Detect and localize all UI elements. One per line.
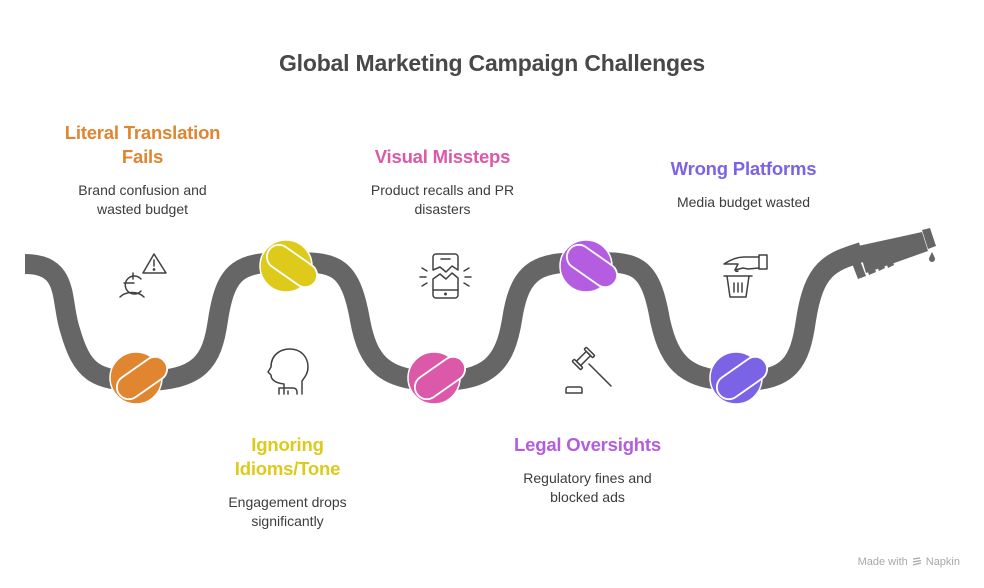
knot-2 [259,239,319,293]
knot-strand [715,355,769,401]
head-profile-icon [267,348,309,395]
challenge-description: Media budget wasted [676,194,811,210]
challenge-description: Regulatory fines and blocked ads [523,470,652,505]
napkin-logo-icon [912,557,921,566]
challenge-wrong-platforms: Wrong Platforms Media budget wasted [641,157,846,212]
euro-warning-icon [119,253,167,298]
knot-4 [559,239,619,293]
broken-phone-icon [419,253,472,299]
challenge-ignoring-idioms: Ignoring Idioms/Tone Engagement drops si… [185,433,390,531]
footer-attribution: Made with Napkin [858,556,960,568]
challenge-description: Engagement drops significantly [228,494,347,529]
knot-5 [709,351,769,405]
water-drop-icon [929,252,935,262]
challenge-description: Product recalls and PR disasters [370,182,515,217]
challenge-description: Brand confusion and wasted budget [78,182,207,217]
knot-strand [413,355,467,401]
hand-trash-icon [723,254,768,298]
napkin-brand-label: Napkin [925,556,960,568]
challenge-heading: Wrong Platforms [670,158,817,179]
knot-3 [407,351,467,405]
knot-strand [265,243,319,289]
challenge-heading: Ignoring Idioms/Tone [234,434,341,479]
hose-nozzle [848,228,936,279]
challenge-legal-oversights: Legal Oversights Regulatory fines and bl… [485,433,690,507]
challenge-heading: Literal Translation Fails [64,122,221,167]
knot-1 [109,351,169,405]
challenge-heading: Visual Missteps [374,146,511,167]
gavel-icon [565,346,612,394]
knot-strand [565,243,619,289]
challenge-literal-translation: Literal Translation Fails Brand confusio… [40,121,245,219]
knot-strand [115,355,169,401]
diagram-title: Global Marketing Campaign Challenges [278,50,706,76]
challenge-visual-missteps: Visual Missteps Product recalls and PR d… [340,145,545,219]
challenge-heading: Legal Oversights [514,434,661,455]
made-with-label: Made with [857,556,908,568]
